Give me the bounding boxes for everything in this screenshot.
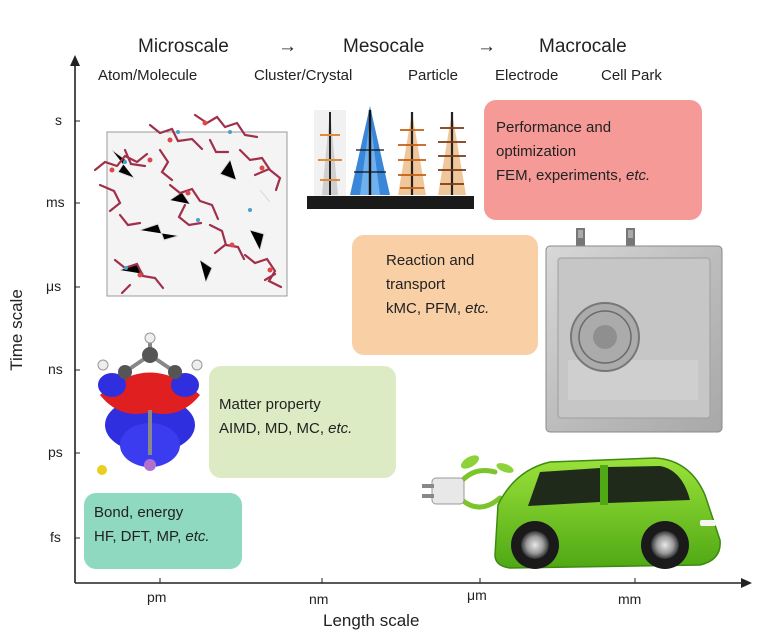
bond-box-line2: HF, DFT, MP, etc. (94, 528, 210, 545)
y-tick-s: s (55, 112, 62, 128)
macroscale-label: Macrocale (539, 36, 627, 57)
electric-car-image (422, 455, 721, 569)
subheader-cluster-crystal: Cluster/Crystal (254, 67, 353, 84)
subheader-particle: Particle (408, 67, 459, 84)
x-tick-mm: mm (618, 591, 642, 607)
x-tick-pm: pm (147, 589, 167, 605)
reaction-transport-box: Reaction and transport kMC, PFM, etc. (352, 235, 538, 355)
dendrite-image (307, 106, 474, 209)
reaction-box-line3: kMC, PFM, etc. (386, 300, 490, 317)
matter-box-line1: Matter property (219, 396, 321, 413)
arrow-right-icon: → (278, 36, 297, 57)
arrow-right-icon: → (477, 36, 496, 57)
x-axis-title: Length scale (323, 611, 420, 630)
y-axis (70, 55, 80, 583)
matter-box-line2: AIMD, MD, MC, etc. (219, 420, 353, 437)
subheader-electrode: Electrode (495, 67, 559, 84)
subheader-atom-molecule: Atom/Molecule (98, 67, 198, 84)
y-tick-fs: fs (50, 529, 61, 545)
x-tick-nm: nm (309, 591, 329, 607)
performance-box-line3: FEM, experiments, etc. (496, 167, 651, 184)
pouch-cell-image (545, 228, 723, 433)
y-tick-ms: ms (46, 194, 65, 210)
mesoscale-label: Mesocale (343, 36, 425, 57)
performance-box-line1: Performance and (496, 119, 612, 136)
subheader-cell-park: Cell Park (601, 67, 662, 84)
y-tick-us: μs (46, 278, 62, 294)
performance-optimization-box: Performance and optimization FEM, experi… (484, 100, 702, 220)
orbital-image (97, 332, 203, 475)
bond-energy-box: Bond, energy HF, DFT, MP, etc. (84, 493, 242, 569)
matter-property-box: Matter property AIMD, MD, MC, etc. (209, 366, 396, 478)
y-tick-ns: ns (48, 361, 63, 377)
y-tick-ps: ps (48, 444, 63, 460)
x-tick-um: μm (467, 587, 487, 603)
performance-box-line2: optimization (496, 143, 577, 160)
y-axis-title: Time scale (6, 289, 26, 371)
bond-box-line1: Bond, energy (94, 504, 184, 521)
reaction-box-line2: transport (386, 276, 446, 293)
x-axis (75, 578, 752, 588)
molecules-image (93, 113, 288, 297)
reaction-box-line1: Reaction and (386, 252, 475, 269)
microscale-label: Microscale (138, 36, 229, 57)
